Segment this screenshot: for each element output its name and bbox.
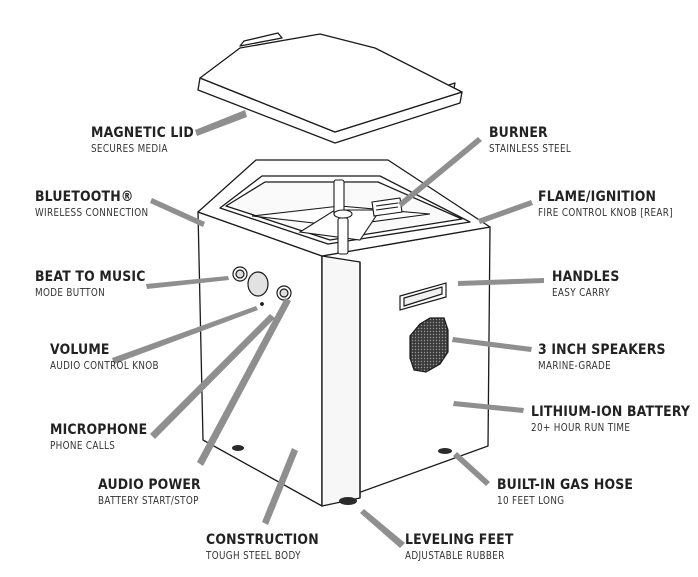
callout-title: MICROPHONE <box>50 422 148 438</box>
callout-title: BEAT TO MUSIC <box>35 269 146 285</box>
callout-title: LEVELING FEET <box>405 532 514 548</box>
callout-subtitle: WIRELESS CONNECTION <box>35 206 149 219</box>
callout-subtitle: 10 FEET LONG <box>497 494 565 507</box>
callout-title: CONSTRUCTION <box>206 532 319 548</box>
callout-title: VOLUME <box>50 342 110 358</box>
callout-title: MAGNETIC LID <box>91 125 194 141</box>
callout-title: HANDLES <box>552 269 620 285</box>
callout-subtitle: FIRE CONTROL KNOB [REAR] <box>538 206 674 219</box>
fire-pit-body <box>197 159 491 507</box>
callout-title: FLAME/IGNITION <box>538 189 657 205</box>
callout-subtitle: EASY CARRY <box>552 286 611 299</box>
callout-audio-power: AUDIO POWER BATTERY START/STOP <box>98 478 218 506</box>
callout-subtitle: ADJUSTABLE RUBBER <box>405 549 505 562</box>
handle-illustration <box>399 282 447 311</box>
callout-subtitle: 20+ HOUR RUN TIME <box>531 421 631 434</box>
leveling-feet <box>232 445 452 505</box>
callout-handles: HANDLES EASY CARRY <box>552 270 631 298</box>
callout-title: AUDIO POWER <box>98 477 201 493</box>
callout-title: BURNER <box>489 125 548 141</box>
callout-magnetic-lid: MAGNETIC LID SECURES MEDIA <box>91 126 211 154</box>
callout-subtitle: PHONE CALLS <box>50 439 116 452</box>
callout-volume: VOLUME AUDIO CONTROL KNOB <box>50 343 180 371</box>
callout-microphone: MICROPHONE PHONE CALLS <box>50 423 163 451</box>
callout-subtitle: SECURES MEDIA <box>91 142 168 155</box>
callout-subtitle: TOUGH STEEL BODY <box>206 549 301 562</box>
callout-pointers <box>112 110 544 548</box>
callout-subtitle: STAINLESS STEEL <box>489 142 572 155</box>
callout-bluetooth: BLUETOOTH® WIRELESS CONNECTION <box>35 190 170 218</box>
callout-title: 3 INCH SPEAKERS <box>538 342 666 358</box>
callout-subtitle: MODE BUTTON <box>35 286 106 299</box>
callout-gas-hose: BUILT-IN GAS HOSE 10 FEET LONG <box>497 478 655 506</box>
callout-subtitle: AUDIO CONTROL KNOB <box>50 359 159 372</box>
control-panel <box>232 266 292 306</box>
speaker-grille <box>409 317 449 373</box>
callout-flame-ignition: FLAME/IGNITION FIRE CONTROL KNOB [REAR] <box>538 190 698 218</box>
callout-subtitle: MARINE-GRADE <box>538 359 612 372</box>
callout-battery: LITHIUM-ION BATTERY 20+ HOUR RUN TIME <box>531 405 698 433</box>
callout-beat-to-music: BEAT TO MUSIC MODE BUTTON <box>35 270 164 298</box>
callout-burner: BURNER STAINLESS STEEL <box>489 126 587 154</box>
callout-title: BLUETOOTH® <box>35 189 134 205</box>
burner-illustration <box>251 179 431 255</box>
callout-title: BUILT-IN GAS HOSE <box>497 477 634 493</box>
callout-subtitle: BATTERY START/STOP <box>98 494 199 507</box>
callout-title: LITHIUM-ION BATTERY <box>531 404 691 420</box>
callout-speakers: 3 INCH SPEAKERS MARINE-GRADE <box>538 343 686 371</box>
callout-leveling-feet: LEVELING FEET ADJUSTABLE RUBBER <box>405 533 531 561</box>
callout-construction: CONSTRUCTION TOUGH STEEL BODY <box>206 533 337 561</box>
magnetic-lid-illustration <box>197 32 463 144</box>
